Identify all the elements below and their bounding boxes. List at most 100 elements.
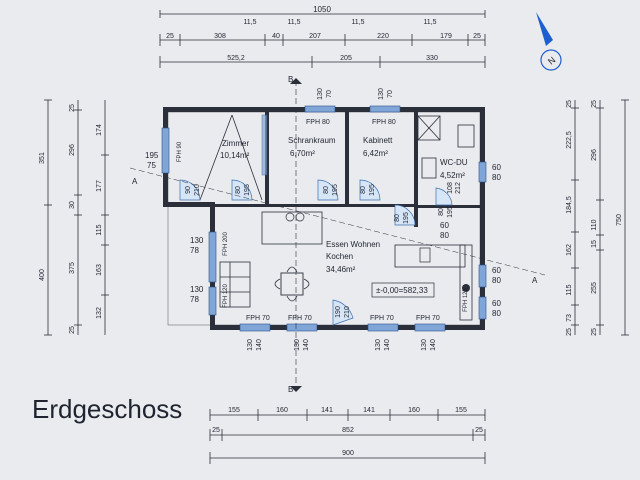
- dim-r2-4: 255: [591, 282, 598, 294]
- floor-title: Erdgeschoss: [32, 394, 182, 424]
- dim-t2-9: 179: [440, 33, 452, 40]
- door-17: 80: [440, 231, 449, 240]
- door-14: 190: [335, 306, 342, 318]
- dim-l2-2: 30: [69, 201, 76, 209]
- fph-bottom-size-1: 140: [256, 339, 263, 351]
- door-8: 80: [394, 214, 401, 222]
- dim-r1-3: 162: [566, 244, 573, 256]
- fph-bottom-size-3: 140: [303, 339, 310, 351]
- dim-r2-5: 25: [591, 328, 598, 336]
- dim-r1-4: 115: [566, 284, 573, 295]
- room-zimmer-area: 10,14m²: [220, 151, 250, 160]
- win-right-1: 80: [492, 173, 501, 182]
- dim-l2-0: 25: [69, 104, 76, 112]
- dim-b1-0: 155: [228, 407, 240, 414]
- dim-t2-7: 220: [377, 33, 389, 40]
- bottom-dimensions: 155 160 141 141 160 155 25 852 25 900: [209, 407, 486, 464]
- dim-t2-2: 11,5: [243, 19, 256, 26]
- dim-t2-5: 207: [309, 33, 321, 40]
- dim-b1-2: 141: [321, 407, 333, 414]
- fph-bottom-0: FPH 70: [246, 315, 270, 322]
- fph-left-3: FPH 125: [463, 288, 469, 312]
- win-left-4: 130: [190, 285, 204, 294]
- dim-r1-6: 25: [566, 328, 573, 336]
- room-kabinett-name: Kabinett: [363, 136, 393, 145]
- room-zimmer-name: Zimmer: [222, 139, 249, 148]
- dim-l2-3: 375: [69, 262, 76, 274]
- section-b-bottom: B: [288, 385, 293, 394]
- dim-t2-1: 308: [214, 33, 226, 40]
- room-living-area: 34,46m²: [326, 265, 356, 274]
- dim-l2-1: 296: [69, 144, 76, 156]
- fph-bottom-size-0: 130: [247, 339, 254, 351]
- fph-top-size-0: 130: [317, 88, 324, 100]
- fph-top-size-3: 70: [387, 90, 394, 98]
- win-right-5: 80: [492, 309, 501, 318]
- room-schrankraum-name: Schrankraum: [288, 136, 336, 145]
- fph-top-size-1: 70: [326, 90, 333, 98]
- fph-bottom-size-5: 140: [384, 339, 391, 351]
- dim-l1-0: 351: [39, 152, 46, 164]
- door-2: 80: [235, 186, 242, 194]
- north-label: N: [546, 55, 557, 67]
- fph-bottom-size-2: 130: [294, 339, 301, 351]
- dim-r1-2: 184,5: [566, 196, 573, 214]
- door-15: 210: [344, 306, 351, 318]
- dim-t3-0: 525,2: [227, 55, 245, 62]
- door-4: 80: [323, 186, 330, 194]
- room-labels: Zimmer 10,14m² Schrankraum 6,70m² Kabine…: [220, 136, 468, 295]
- dim-b3-total: 900: [342, 450, 354, 457]
- north-arrow: N: [536, 12, 562, 71]
- dim-r1-1: 222,5: [566, 131, 573, 149]
- room-schrankraum-area: 6,70m²: [290, 149, 315, 158]
- fph-top-size-2: 130: [378, 88, 385, 100]
- door-13: 212: [455, 182, 462, 194]
- win-right-2: 60: [492, 266, 501, 275]
- left-dimensions: 351 400 25 296 30 375 25 174 177 115 163…: [39, 99, 109, 336]
- dim-t2-3: 40: [272, 33, 280, 40]
- section-a-right: A: [532, 276, 538, 285]
- win-left-5: 78: [190, 295, 199, 304]
- dim-t2-0: 25: [166, 33, 174, 40]
- dim-b2-0: 25: [212, 427, 220, 434]
- room-kabinett-area: 6,42m²: [363, 149, 388, 158]
- section-b-top: B: [288, 75, 293, 84]
- dim-t2-4: 11,5: [287, 19, 300, 26]
- section-a-left: A: [132, 177, 138, 186]
- fph-bottom-size-4: 130: [375, 339, 382, 351]
- dim-b2-2: 25: [475, 427, 483, 434]
- section-markers: B B A A: [132, 75, 538, 394]
- dim-b1-3: 141: [363, 407, 375, 414]
- door-9: 195: [403, 212, 410, 224]
- fph-top-0: FPH 80: [306, 119, 330, 126]
- fph-left-0: FPH 90: [177, 141, 183, 162]
- door-3: 195: [244, 184, 251, 196]
- building: [129, 80, 546, 390]
- dim-l3-1: 177: [96, 180, 103, 192]
- opening-annotations: FPH 80 FPH 80 130 70 130 70 FPH 70 FPH 7…: [145, 88, 501, 351]
- fph-bottom-1: FPH 70: [288, 315, 312, 322]
- door-5: 195: [332, 184, 339, 196]
- door-16: 60: [440, 221, 449, 230]
- dim-l2-4: 25: [69, 326, 76, 334]
- dim-r1-5: 73: [566, 314, 573, 322]
- dim-r2-2: 110: [591, 219, 598, 230]
- dim-l3-2: 115: [96, 224, 103, 235]
- door-0: 90: [185, 186, 192, 194]
- dim-l3-0: 174: [96, 124, 103, 136]
- dim-r2-3: 15: [591, 240, 598, 248]
- win-left-0: 195: [145, 151, 159, 160]
- door-12: 108: [447, 182, 454, 194]
- dim-b1-1: 160: [276, 407, 288, 414]
- top-dimensions: 1050 25 308 11,5 40 11,5 207 11,5 220 11…: [159, 5, 486, 68]
- dim-r2-1: 296: [591, 149, 598, 161]
- fph-bottom-size-6: 130: [421, 339, 428, 351]
- dim-b2-1: 852: [342, 427, 354, 434]
- win-left-1: 75: [147, 161, 156, 170]
- dim-t3-2: 330: [426, 55, 438, 62]
- dim-total-top: 1050: [313, 5, 331, 14]
- win-right-3: 80: [492, 276, 501, 285]
- dim-l3-4: 132: [96, 307, 103, 319]
- door-6: 80: [360, 186, 367, 194]
